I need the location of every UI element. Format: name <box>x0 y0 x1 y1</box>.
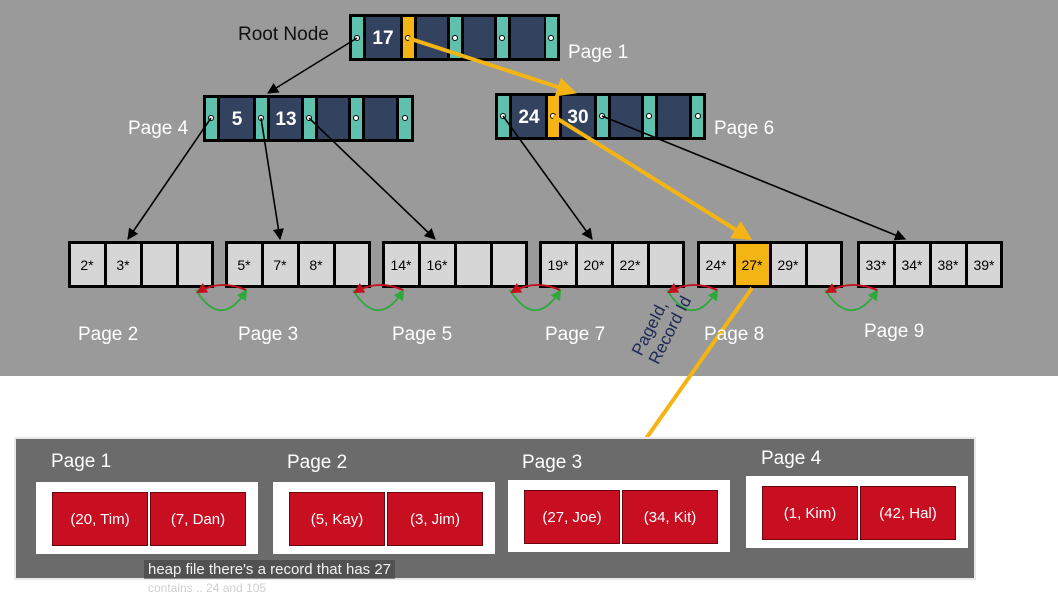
leaf-key: 33* <box>865 257 887 273</box>
leaf-key: 3* <box>116 257 130 273</box>
leaf-key: 20* <box>583 257 605 273</box>
leaf-key: 29* <box>777 257 799 273</box>
child-pointers <box>127 37 907 241</box>
internal-node-page4: 5 13 <box>203 95 414 142</box>
video-caption-line2: contains .. 24 and 105 <box>148 581 267 595</box>
label-page9: Page 9 <box>864 321 925 342</box>
label-page5: Page 5 <box>392 324 453 345</box>
heap-record: (1, Kim) <box>762 486 858 540</box>
internal-node-page6: 24 30 <box>495 93 706 140</box>
heap-page-label: Page 2 <box>287 452 348 473</box>
leaf-key: 2* <box>80 257 94 273</box>
key-cell <box>366 17 400 58</box>
heap-file-panel: Page 1 Page 2 Page 3 Page 4 (20, Tim) (7… <box>14 437 976 580</box>
leaf-page3: 5* 7* 8* <box>225 241 371 288</box>
leaf-key: 22* <box>619 257 641 273</box>
video-caption: heap file there's a record that has 27 <box>144 560 396 579</box>
leaf-key: 39* <box>973 257 995 273</box>
leaf-key: 16* <box>426 257 448 273</box>
leaf-page9: 33* 34* 38* 39* <box>857 241 1003 288</box>
page6-key-1: 24 <box>518 107 540 128</box>
leaf-key: 34* <box>901 257 923 273</box>
heap-page-2: (5, Kay) (3, Jim) <box>273 482 495 554</box>
label-page8: Page 8 <box>704 324 765 345</box>
leaf-key: 38* <box>937 257 959 273</box>
page6-key-2: 30 <box>567 107 588 128</box>
page4-key-1: 5 <box>232 109 243 130</box>
label-page3: Page 3 <box>238 324 299 345</box>
heap-record: (3, Jim) <box>387 492 483 546</box>
heap-record: (7, Dan) <box>150 492 246 546</box>
heap-record: (42, Hal) <box>860 486 956 540</box>
leaf-key: 14* <box>390 257 412 273</box>
heap-page-1: (20, Tim) (7, Dan) <box>36 482 258 554</box>
heap-record: (34, Kit) <box>622 490 718 544</box>
label-page6: Page 6 <box>714 118 775 139</box>
heap-page-label: Page 1 <box>51 451 112 472</box>
tree-background <box>0 0 1058 376</box>
root-key: 17 <box>372 28 393 49</box>
leaf-key: 19* <box>547 257 569 273</box>
leaf-key-highlighted: 27* <box>741 257 763 273</box>
label-page2: Page 2 <box>78 324 139 345</box>
leaf-key: 7* <box>273 257 287 273</box>
heap-page-3: (27, Joe) (34, Kit) <box>508 480 730 552</box>
leaf-page5: 14* 16* <box>382 241 528 288</box>
root-node-label: Root Node <box>238 24 329 45</box>
label-page7: Page 7 <box>545 324 606 345</box>
highlighted-key-cell <box>736 244 769 285</box>
heap-page-4: (1, Kim) (42, Hal) <box>746 476 968 548</box>
heap-page-label: Page 3 <box>522 452 583 473</box>
leaf-page8: 24* 27* 29* <box>697 241 843 288</box>
leaf-key: 24* <box>705 257 727 273</box>
leaf-page2: 2* 3* <box>68 241 214 288</box>
leaf-key: 8* <box>309 257 323 273</box>
heap-page-label: Page 4 <box>761 448 822 469</box>
heap-record: (27, Joe) <box>524 490 620 544</box>
heap-record: (20, Tim) <box>52 492 148 546</box>
leaf-key: 5* <box>237 257 251 273</box>
sibling-links <box>195 283 879 311</box>
page4-key-2: 13 <box>275 109 296 130</box>
label-page1: Page 1 <box>568 42 629 63</box>
label-page4: Page 4 <box>128 118 189 139</box>
heap-record: (5, Kay) <box>289 492 385 546</box>
leaf-page7: 19* 20* 22* <box>539 241 685 288</box>
